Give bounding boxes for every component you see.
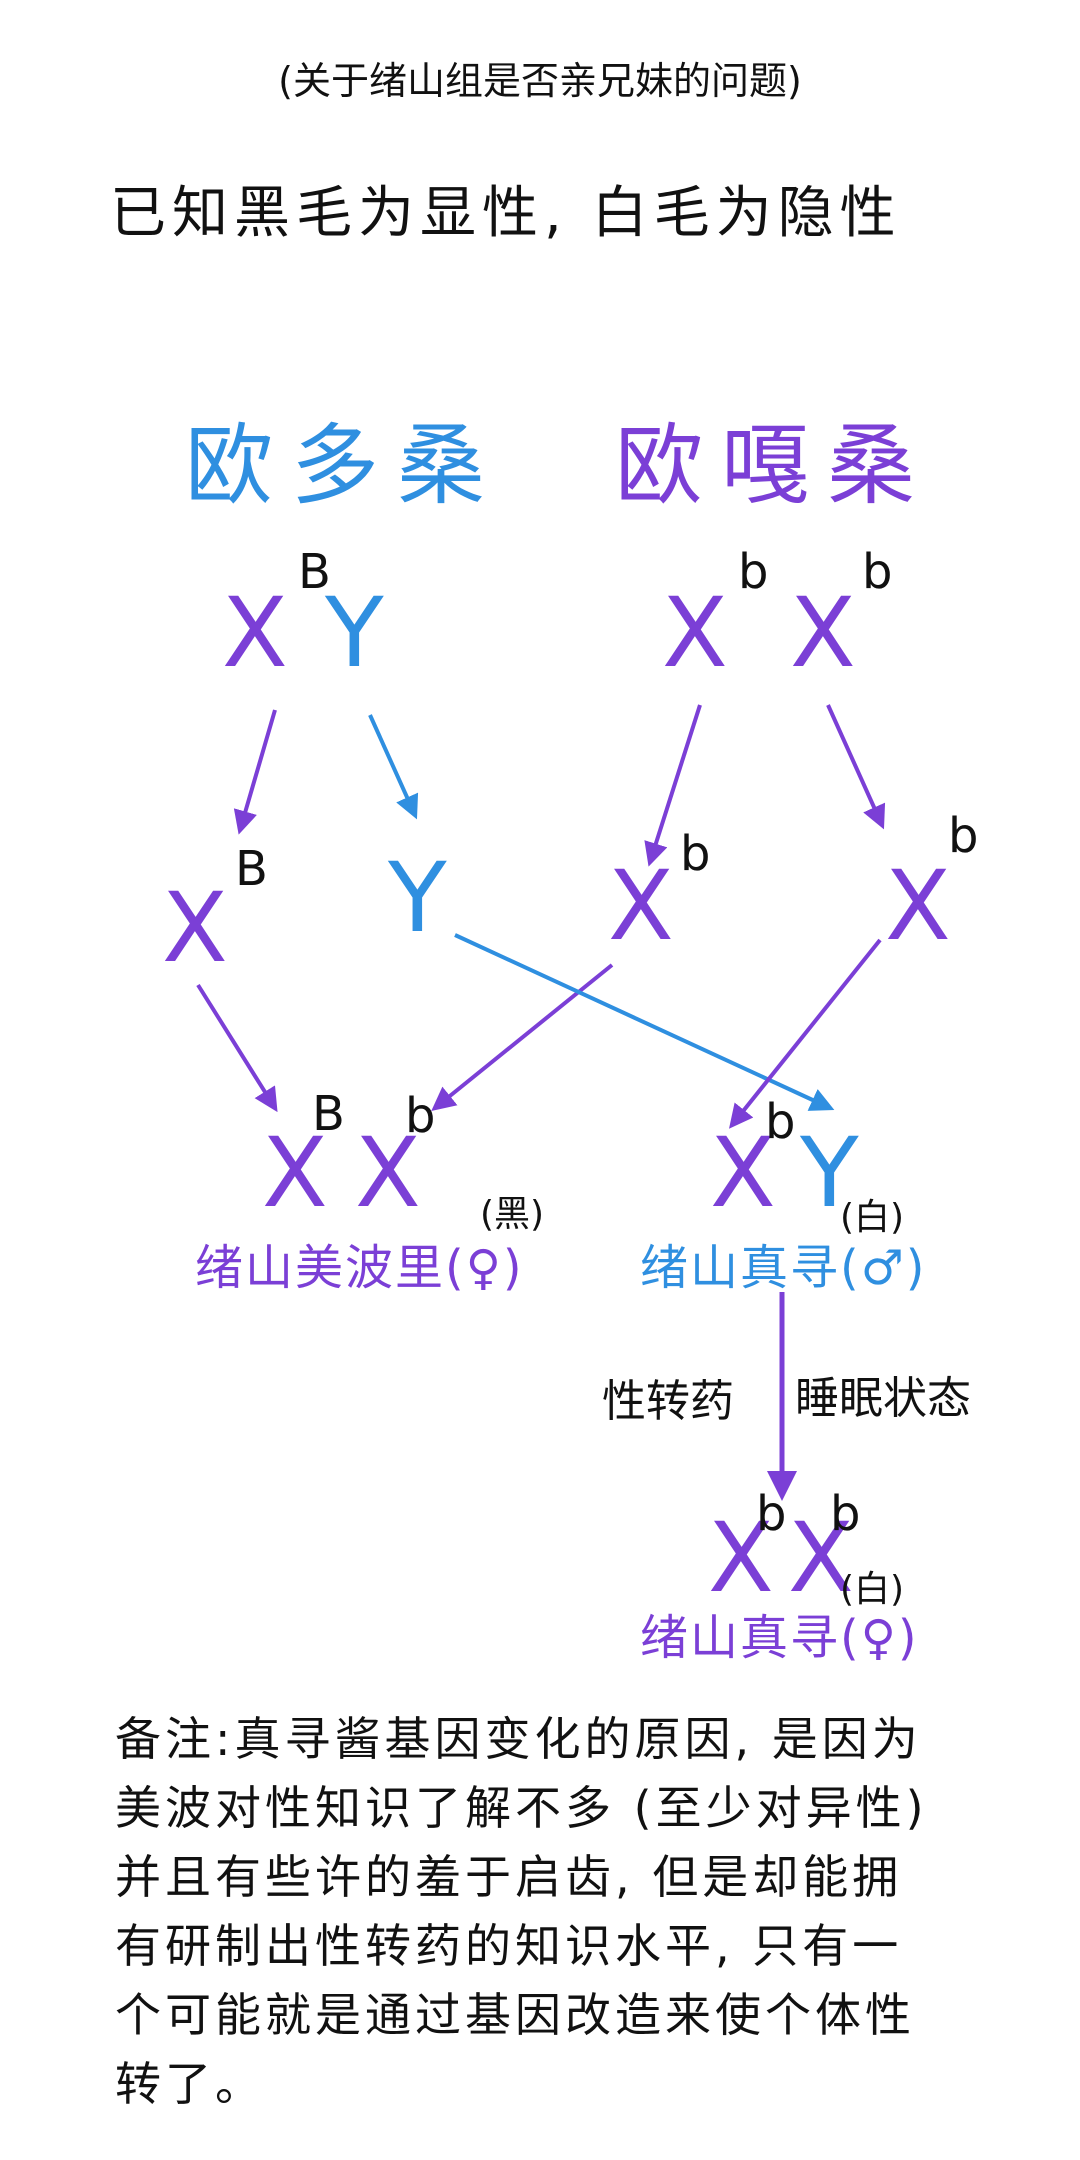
- transition-label-drug: 性转药: [602, 1376, 734, 1427]
- gamete-father-x-allele: B: [235, 841, 268, 897]
- mahiro-x-chromosome: X: [710, 1117, 776, 1229]
- arrow-mother-x1-to-gamete: [644, 704, 702, 867]
- transition-label-sleep: 睡眠状态: [795, 1373, 971, 1424]
- note-line: 有研制出性转药的知识水平, 只有一: [115, 1919, 903, 1973]
- arrow-mother-x2-to-gamete: [826, 704, 886, 830]
- mahiro-name-female: 绪山真寻(♀): [640, 1610, 919, 1666]
- mahiro-y-chromosome: Y: [800, 1117, 859, 1229]
- mihari-x2-chromosome: X: [355, 1117, 421, 1229]
- mahiro-after-x1-chromosome: X: [708, 1502, 774, 1614]
- arrow-gamete-xb2-to-mahiro: [729, 938, 882, 1129]
- mahiro-phenotype: (白): [840, 1197, 905, 1238]
- mahiro-after-phenotype: (白): [840, 1569, 905, 1610]
- mihari-x2-allele: b: [405, 1088, 436, 1144]
- father-y-chromosome: Y: [325, 577, 384, 689]
- arrow-gamete-y-to-mahiro: [454, 933, 835, 1111]
- mahiro-after-x2-allele: b: [830, 1486, 861, 1542]
- mother-x2-allele: b: [862, 544, 893, 600]
- mother-x1-allele: b: [738, 544, 769, 600]
- mihari-name: 绪山美波里(♀): [195, 1240, 524, 1296]
- father-x-chromosome: X: [222, 577, 288, 689]
- father-x-allele: B: [298, 544, 331, 600]
- gamete-mother-x1-allele: b: [680, 826, 711, 882]
- premise-text: 已知黑毛为显性, 白毛为隐性: [110, 181, 902, 246]
- note-line: 美波对性知识了解不多 (至少对异性): [115, 1781, 928, 1835]
- arrow-father-y-to-gamete: [368, 714, 419, 820]
- gamete-mother-x2: X: [885, 850, 951, 962]
- mihari-x1-chromosome: X: [262, 1117, 328, 1229]
- mother-x1-chromosome: X: [662, 577, 728, 689]
- note-line: 个可能就是通过基因改造来使个体性: [115, 1988, 915, 2042]
- arrow-gamete-xb1-to-mihari: [431, 963, 614, 1112]
- gamete-mother-x1: X: [608, 850, 674, 962]
- gamete-father-y: Y: [388, 842, 447, 954]
- mihari-phenotype: (黑): [480, 1194, 545, 1235]
- note-line: 备注:真寻酱基因变化的原因, 是因为: [115, 1712, 922, 1766]
- subtitle: (关于绪山组是否亲兄妹的问题): [278, 59, 802, 103]
- note-line: 转了。: [115, 2057, 265, 2111]
- note-line: 并且有些许的羞于启齿, 但是却能拥: [115, 1850, 903, 1904]
- parent-label-mother: 欧嘎桑: [615, 414, 934, 517]
- mother-x2-chromosome: X: [790, 577, 856, 689]
- note-text: 备注:真寻酱基因变化的原因, 是因为 美波对性知识了解不多 (至少对异性) 并且…: [115, 1705, 995, 2119]
- arrow-gamete-xb-to-mihari: [196, 983, 278, 1113]
- parent-label-father: 欧多桑: [185, 414, 504, 517]
- mahiro-x-allele: b: [765, 1094, 796, 1150]
- arrow-father-x-to-gamete: [233, 709, 277, 835]
- gamete-mother-x2-allele: b: [948, 808, 979, 864]
- mihari-x1-allele: B: [312, 1086, 345, 1142]
- mahiro-name-male: 绪山真寻(♂): [640, 1240, 927, 1296]
- mahiro-after-x2-chromosome: X: [788, 1502, 854, 1614]
- gamete-father-x: X: [162, 872, 228, 984]
